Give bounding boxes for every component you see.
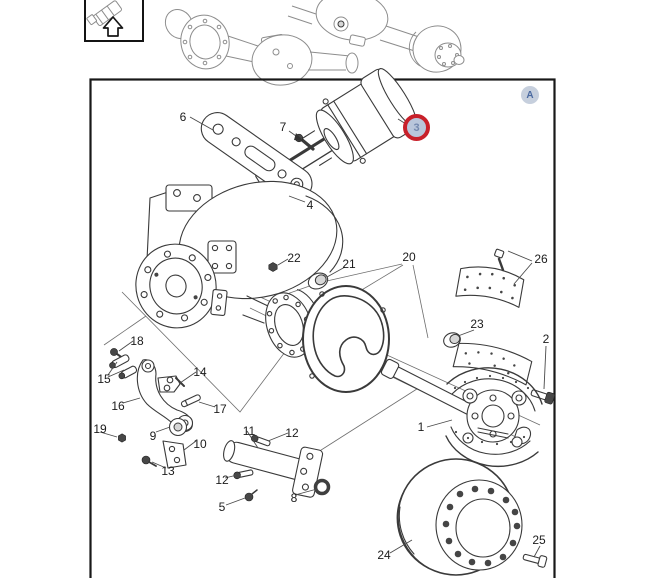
bushing-23-drawing [443,332,461,348]
part-label-15[interactable]: 15 [97,372,111,386]
up-arrow-icon [102,16,124,37]
part-label-5[interactable]: 5 [218,500,226,514]
thumbnail-nav-box[interactable] [84,0,144,42]
part-label-25[interactable]: 25 [532,533,546,547]
bolt-25-drawing [522,553,548,568]
part-label-24[interactable]: 24 [377,548,391,562]
part-label-6[interactable]: 6 [179,110,187,124]
part-label-9[interactable]: 9 [149,429,157,443]
part-label-2[interactable]: 2 [542,332,550,346]
bushing-21-drawing [307,272,329,290]
brake-chamber-drawing [255,68,418,186]
part-label-7[interactable]: 7 [279,120,287,134]
part-label-16[interactable]: 16 [111,399,125,413]
bolt-2-drawing [530,389,555,405]
axle-overview-left-drawing [164,9,359,86]
nut-22-drawing [268,262,278,272]
part-label-20[interactable]: 20 [402,250,416,264]
highlighted-part-callout[interactable]: 3 [403,114,430,141]
axle-housing-drawing [135,180,344,358]
thumbnail-content [86,0,124,37]
figure-frame [89,78,556,578]
leader-lines [99,116,547,558]
part-label-13[interactable]: 13 [161,464,175,478]
axle-overview-right-drawing [287,0,465,73]
brake-drum-drawing [396,458,523,576]
part-label-17[interactable]: 17 [213,402,227,416]
part-label-11[interactable]: 11 [242,424,256,438]
part-label-19[interactable]: 19 [93,422,107,436]
part-label-1[interactable]: 1 [417,420,425,434]
part-label-22[interactable]: 22 [287,251,301,265]
thumbnail-part-sketch [86,0,122,26]
part-label-4[interactable]: 4 [306,198,314,212]
part-label-26[interactable]: 26 [534,252,548,266]
part-label-12b[interactable]: 12 [215,473,229,487]
brake-shoe-assembly-drawing [445,342,543,468]
part-label-10[interactable]: 10 [193,437,207,451]
part-label-8[interactable]: 8 [290,491,298,505]
slack-adjuster-cluster-drawing [109,348,331,502]
view-badge[interactable]: A [521,86,539,104]
part-label-23[interactable]: 23 [470,317,484,331]
part-label-12a[interactable]: 12 [285,426,299,440]
part-label-14[interactable]: 14 [193,365,207,379]
dust-shield-drawing [302,285,390,393]
brake-lining-drawing [455,248,525,308]
part-label-21[interactable]: 21 [342,257,356,271]
part-label-18[interactable]: 18 [130,334,144,348]
